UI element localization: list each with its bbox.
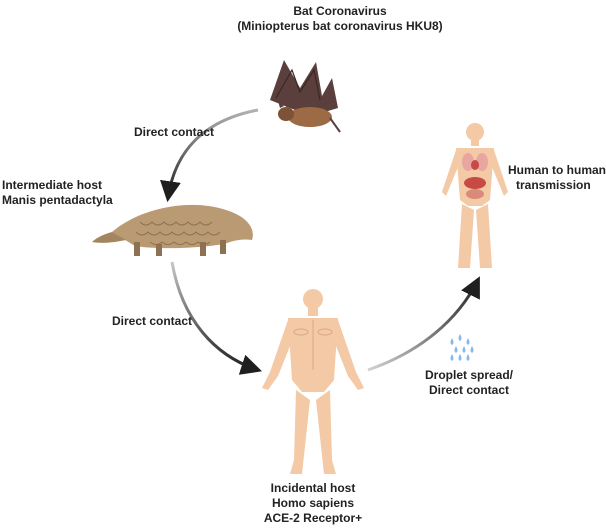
human-figure-icon — [262, 289, 364, 474]
human-to-human-label-line1: Human to human — [508, 163, 606, 178]
droplet-label-line1: Droplet spread/ — [404, 368, 534, 383]
incidental-host-label-line3: ACE-2 Receptor+ — [243, 511, 383, 526]
intermediate-host-label-line1: Intermediate host — [2, 178, 162, 193]
arrow-human-to-human — [368, 280, 478, 370]
intermediate-host-label-line2: Manis pentadactyla — [2, 193, 162, 208]
human-to-human-label-line2: transmission — [516, 178, 606, 193]
direct-contact-label-2: Direct contact — [96, 314, 208, 329]
human-with-organs-icon — [442, 123, 508, 268]
bat-icon — [270, 60, 340, 132]
bat-label-line1: Bat Coronavirus — [250, 4, 430, 19]
droplet-icon — [451, 334, 474, 361]
droplet-label-line2: Direct contact — [404, 383, 534, 398]
incidental-host-label-line1: Incidental host — [243, 481, 383, 496]
pangolin-icon — [92, 205, 253, 256]
arrow-bat-to-pangolin — [168, 110, 258, 198]
bat-label-line2: (Miniopterus bat coronavirus HKU8) — [190, 19, 490, 34]
incidental-host-label-line2: Homo sapiens — [243, 496, 383, 511]
direct-contact-label-1: Direct contact — [118, 125, 230, 140]
